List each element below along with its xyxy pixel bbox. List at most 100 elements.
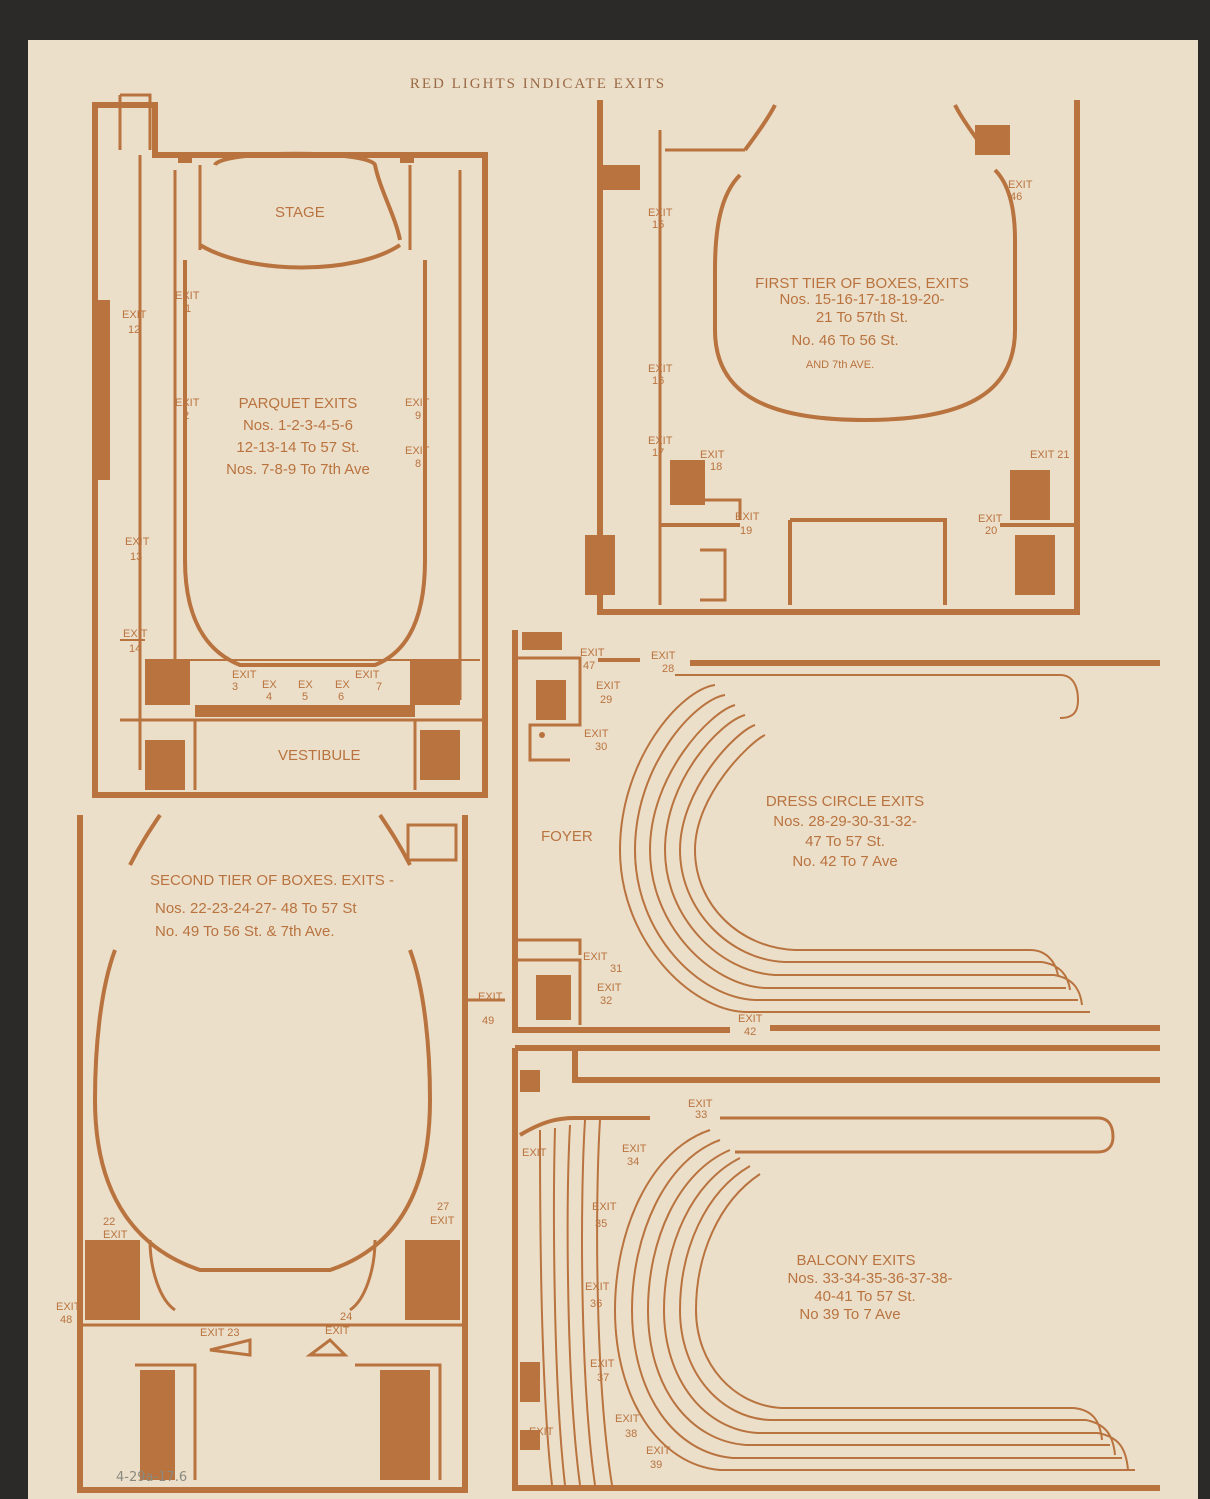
exit-13-label: EXIT (125, 536, 150, 548)
exit-27-label: EXIT (430, 1215, 455, 1227)
exit-32-label: EXIT (597, 982, 622, 994)
page-header: RED LIGHTS INDICATE EXITS (410, 76, 666, 92)
exit-7-number: 7 (376, 681, 382, 693)
exit-36-label: EXIT (585, 1281, 610, 1293)
exit-48-number: 48 (60, 1314, 72, 1326)
exit-36-number: 36 (590, 1298, 602, 1310)
exit-49-label: EXIT (478, 991, 503, 1003)
exit-18-number: 18 (710, 461, 722, 473)
exit-18-label: EXIT (700, 449, 725, 461)
exit-2-label: EXIT (175, 397, 200, 409)
exit-17-label: EXIT (648, 435, 673, 447)
exit-37-label: EXIT (590, 1358, 615, 1370)
dress-circle-line-3: 47 To 57 St. (805, 833, 885, 850)
stage-label: STAGE (275, 204, 325, 221)
first-tier-line-1: FIRST TIER OF BOXES, EXITS (755, 275, 969, 292)
exit-33-number: 33 (695, 1109, 707, 1121)
exit-22-label: EXIT (103, 1229, 128, 1241)
exit-6-number: 6 (338, 691, 344, 703)
parquet-title: PARQUET EXITS (239, 395, 358, 412)
parquet-line-2: 12-13-14 To 57 St. (236, 439, 359, 456)
dress-circle-line-1: DRESS CIRCLE EXITS (766, 793, 924, 810)
exit-31-label: EXIT (583, 951, 608, 963)
balcony-line-4: No 39 To 7 Ave (799, 1306, 900, 1323)
dress-circle-plan: FOYER DRESS CIRCLE EXITS Nos. 28-29-30-3… (512, 630, 1160, 1038)
exit-16-label: EXIT (648, 363, 673, 375)
exit-34-number: 34 (627, 1156, 639, 1168)
balcony-tiers (539, 1119, 1135, 1486)
exit-2-number: 2 (183, 410, 189, 422)
exit-3-number: 3 (232, 681, 238, 693)
exit-15-number: 15 (652, 219, 664, 231)
exit-49-number: 49 (482, 1015, 494, 1027)
exit-21-label: EXIT 21 (1030, 449, 1070, 461)
exit-1-label: EXIT (175, 290, 200, 302)
exit-20-number: 20 (985, 525, 997, 537)
exit-5-number: 5 (302, 691, 308, 703)
exit-8-label: EXIT (405, 445, 430, 457)
exit-30-number: 30 (595, 741, 607, 753)
exit-30-label: EXIT (584, 728, 609, 740)
exit-46-label: EXIT (1008, 179, 1033, 191)
second-tier-line-2: Nos. 22-23-24-27- 48 To 57 St (155, 900, 357, 917)
exit-47-number: 47 (583, 660, 595, 672)
foyer-label: FOYER (541, 828, 593, 845)
exit-3-label: EXIT (232, 669, 257, 681)
exit-6-label: EX (335, 679, 350, 691)
parquet-plan: STAGE VESTIBULE PARQUET EXITS Nos. 1-2-3… (92, 93, 488, 798)
exit-8-number: 8 (415, 458, 421, 470)
exit-12-label: EXIT (122, 309, 147, 321)
dress-circle-line-4: No. 42 To 7 Ave (792, 853, 897, 870)
exit-42-label: EXIT (738, 1013, 763, 1025)
exit-28-number: 28 (662, 663, 674, 675)
exit-35-label: EXIT (592, 1201, 617, 1213)
exit-31-number: 31 (610, 963, 622, 975)
exit-38-label: EXIT (615, 1413, 640, 1425)
parquet-line-3: Nos. 7-8-9 To 7th Ave (226, 461, 370, 478)
exit-34-label: EXIT (622, 1143, 647, 1155)
exit-14-number: 14 (129, 643, 141, 655)
exit-7-label: EXIT (355, 669, 380, 681)
dress-circle-tiers (618, 674, 1090, 1013)
exit-38-number: 38 (625, 1428, 637, 1440)
exit-4-number: 4 (266, 691, 272, 703)
exit-42-number: 42 (744, 1026, 756, 1038)
exit-39-number: 39 (650, 1459, 662, 1471)
exit-16-number: 16 (652, 375, 664, 387)
first-tier-line-3: 21 To 57th St. (816, 309, 908, 326)
exit-29-label: EXIT (596, 680, 621, 692)
exit-27-number: 27 (437, 1201, 449, 1213)
vestibule-label: VESTIBULE (278, 747, 361, 764)
exit-46-number: 46 (1010, 191, 1022, 203)
second-tier-line-3: No. 49 To 56 St. & 7th Ave. (155, 923, 335, 940)
exit-17-number: 17 (652, 447, 664, 459)
exit-39-label: EXIT (646, 1445, 671, 1457)
exit-5-label: EX (298, 679, 313, 691)
exit-32-number: 32 (600, 995, 612, 1007)
exit-48-label: EXIT (56, 1301, 81, 1313)
exit-28-label: EXIT (651, 650, 676, 662)
exit-37-number: 37 (597, 1372, 609, 1384)
balcony-line-2: Nos. 33-34-35-36-37-38- (787, 1270, 952, 1287)
exit-4-label: EX (262, 679, 277, 691)
balcony-line-3: 40-41 To 57 St. (814, 1288, 915, 1305)
exit-47-label: EXIT (580, 647, 605, 659)
handwritten-note: 4-29a-17.6 (116, 1470, 187, 1485)
parquet-line-1: Nos. 1-2-3-4-5-6 (243, 417, 353, 434)
paper-sheet (28, 40, 1198, 1499)
exit-24-number: 24 (340, 1311, 352, 1323)
exit-1-number: 1 (185, 303, 191, 315)
exit-24-label: EXIT (325, 1325, 350, 1337)
exit-33-label: EXIT (688, 1098, 713, 1110)
first-tier-line-2: Nos. 15-16-17-18-19-20- (779, 291, 944, 308)
first-tier-line-4: No. 46 To 56 St. (791, 332, 898, 349)
exit-29-number: 29 (600, 694, 612, 706)
second-tier-plan: SECOND TIER OF BOXES. EXITS - Nos. 22-23… (56, 813, 505, 1493)
dress-circle-line-2: Nos. 28-29-30-31-32- (773, 813, 916, 830)
exit-14-label: EXIT (123, 628, 148, 640)
exit-19-number: 19 (740, 525, 752, 537)
first-tier-line-5: AND 7th AVE. (806, 359, 874, 371)
exit-19-label: EXIT (735, 511, 760, 523)
exit-9-label: EXIT (405, 397, 430, 409)
